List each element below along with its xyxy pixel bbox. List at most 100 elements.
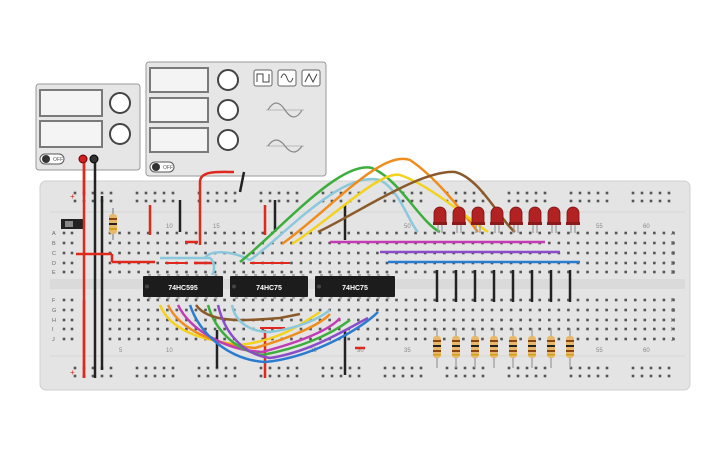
breadboard-hole [146,318,150,322]
breadboard-hole [567,308,570,312]
resistor[interactable] [471,328,479,368]
breadboard-hole [624,308,627,312]
sine-wave-icon[interactable] [277,69,297,87]
breadboard-hole [528,308,532,312]
rail-hole [330,366,334,370]
breadboard-hole [62,241,66,245]
breadboard-hole [528,298,532,302]
led-array[interactable] [433,206,580,233]
breadboard-hole [118,231,121,235]
led[interactable] [471,206,485,233]
resistor[interactable] [566,328,574,368]
led[interactable] [509,206,523,233]
rail-hole [410,199,414,203]
rail-hole [171,366,175,370]
wire-red-fg [198,170,235,245]
resistor[interactable] [528,328,536,368]
breadboard-hole [490,308,494,312]
waveform-preview-2 [266,139,304,153]
breadboard-hole [605,318,608,322]
ic-chip[interactable]: 74HC75 [230,274,308,299]
resistor[interactable] [452,328,460,368]
breadboard-hole [108,308,112,312]
breadboard-hole [309,270,312,274]
breadboard-hole [538,231,542,235]
led[interactable] [452,206,466,233]
ic-chips[interactable]: 74HC595 74HC75 74HC75 [143,274,395,299]
breadboard-hole [70,337,74,341]
breadboard-hole [309,308,312,312]
breadboard-hole [672,251,675,255]
fg-knob-1[interactable] [217,69,239,91]
breadboard-hole [633,318,637,322]
breadboard-hole [576,241,580,245]
resistor[interactable] [509,328,517,368]
breadboard-hole [528,231,532,235]
power-display-bottom [39,120,103,148]
triangle-wave-icon[interactable] [301,69,321,87]
breadboard-hole [156,251,160,255]
led[interactable] [547,206,561,233]
breadboard-hole [251,231,255,235]
breadboard-hole [433,270,436,274]
rail-hole [543,199,547,203]
led[interactable] [528,206,542,233]
breadboard-hole [557,318,561,322]
breadboard-hole [538,318,542,322]
breadboard-hole [538,327,542,331]
breadboard-hole [662,327,666,331]
row-letter: E [52,270,56,276]
breadboard-hole [567,251,570,255]
power-terminal-negative[interactable] [89,154,99,164]
breadboard-hole [557,327,561,331]
resistor[interactable] [490,328,498,368]
row-letter: D [671,261,675,267]
breadboard-hole [232,241,236,245]
rail-hole [206,374,210,378]
breadboard-hole [357,270,360,274]
power-supply[interactable]: OFF [35,83,141,171]
breadboard-hole [395,308,398,312]
rail-hole [73,199,77,203]
ic-chip[interactable]: 74HC75 [315,274,395,299]
function-generator[interactable]: OFF [145,61,327,177]
breadboard-hole [404,231,408,235]
led[interactable] [433,206,447,233]
breadboard-hole [481,298,484,302]
fg-knob-3[interactable] [217,129,239,151]
rail-hole [357,366,361,370]
led[interactable] [566,206,580,233]
breadboard-hole [118,270,121,274]
breadboard-hole [299,298,303,302]
fg-knob-2[interactable] [217,99,239,121]
breadboard-hole [70,241,74,245]
resistor-array[interactable] [433,328,574,368]
curved-wires[interactable] [82,157,516,364]
rail-hole [295,366,299,370]
breadboard-hole [385,337,389,341]
breadboard-hole [366,261,370,265]
breadboard-hole [232,327,236,331]
breadboard-hole [175,298,179,302]
breadboard-hole [242,251,245,255]
slide-switch[interactable] [61,219,85,229]
led[interactable] [490,206,504,233]
breadboard-hole [223,308,226,312]
resistor[interactable] [433,328,441,368]
square-wave-icon[interactable] [253,69,273,87]
rail-hole [578,366,582,370]
breadboard-hole [586,241,589,245]
power-knob-current[interactable] [109,123,131,145]
ic-chip[interactable]: 74HC595 [143,274,223,299]
resistor[interactable] [547,328,555,368]
power-knob-voltage[interactable] [109,92,131,114]
power-terminal-positive[interactable] [78,154,88,164]
breadboard-hole [586,261,589,265]
column-number: 10 [166,224,173,230]
column-number: 30 [357,348,364,354]
straight-wires[interactable] [76,163,580,378]
breadboard-hole [204,308,207,312]
breadboard-hole [194,231,198,235]
resistor-small[interactable] [109,208,117,240]
rail-hole [206,199,210,203]
